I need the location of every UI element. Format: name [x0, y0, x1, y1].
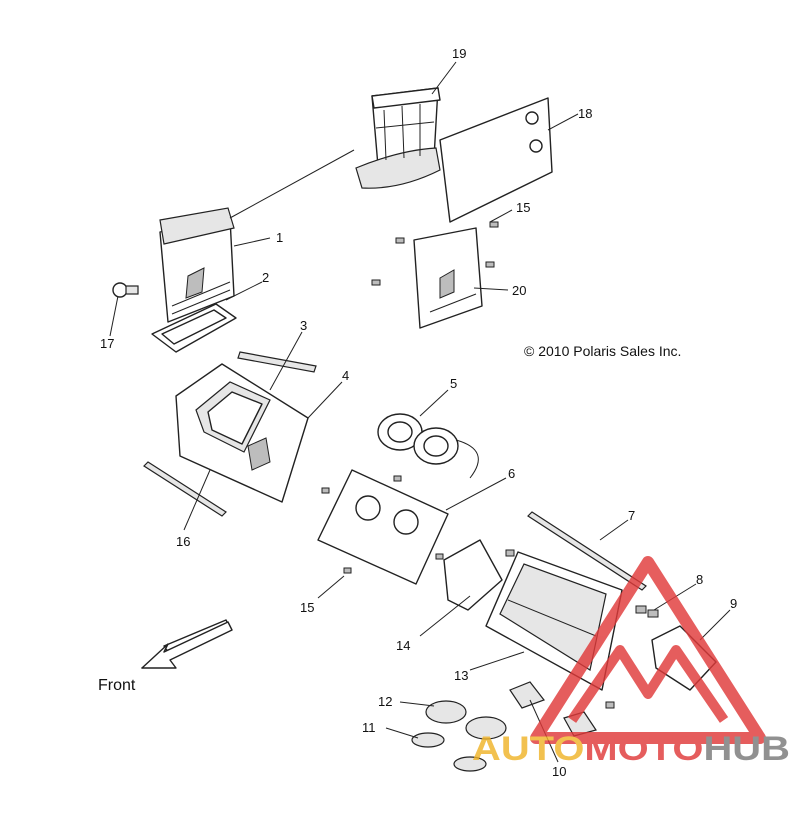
callout-5: 5 — [450, 376, 457, 391]
callout-20: 20 — [512, 283, 526, 298]
part-11-plugs — [411, 732, 487, 772]
part-18-panel — [439, 97, 553, 223]
watermark-part2: MOTO — [584, 730, 703, 768]
callout-12: 12 — [378, 694, 392, 709]
part-19-intake-boot — [355, 87, 441, 189]
callout-17: 17 — [100, 336, 114, 351]
part-14-foam — [443, 539, 503, 611]
part-4-airbox-cover — [175, 363, 309, 503]
callout-15b: 15 — [300, 600, 314, 615]
front-label: Front — [98, 677, 136, 694]
part-17-clamp — [112, 282, 139, 298]
part-1-intake-boot — [159, 207, 235, 323]
part-20-boot-half — [371, 221, 499, 329]
copyright-notice: © 2010 Polaris Sales Inc. — [524, 343, 681, 359]
callout-6: 6 — [508, 466, 515, 481]
callout-7: 7 — [628, 508, 635, 523]
part-6-plate — [317, 469, 449, 585]
part-16-seal — [143, 461, 227, 517]
callout-4: 4 — [342, 368, 349, 383]
callout-9: 9 — [730, 596, 737, 611]
callout-13: 13 — [454, 668, 468, 683]
callout-19: 19 — [452, 46, 466, 61]
part-7-strip — [527, 511, 647, 591]
callout-15a: 15 — [516, 200, 530, 215]
part-2-gasket — [151, 303, 237, 353]
leader-lines — [109, 61, 731, 763]
callout-11: 11 — [362, 720, 376, 735]
part-8-fasteners — [635, 605, 659, 618]
callout-1: 1 — [276, 230, 283, 245]
callout-8: 8 — [696, 572, 703, 587]
callout-18: 18 — [578, 106, 592, 121]
part-12-valves — [425, 700, 507, 740]
part-3-seal — [237, 351, 317, 373]
callout-10: 10 — [552, 764, 566, 779]
callout-16: 16 — [176, 534, 190, 549]
watermark-part1: AUTO — [472, 730, 584, 768]
callout-2: 2 — [262, 270, 269, 285]
callout-14: 14 — [396, 638, 410, 653]
part-5-couplers — [377, 413, 479, 479]
callout-3: 3 — [300, 318, 307, 333]
front-arrow-icon — [141, 619, 233, 669]
watermark-part3: HUB — [703, 730, 790, 768]
